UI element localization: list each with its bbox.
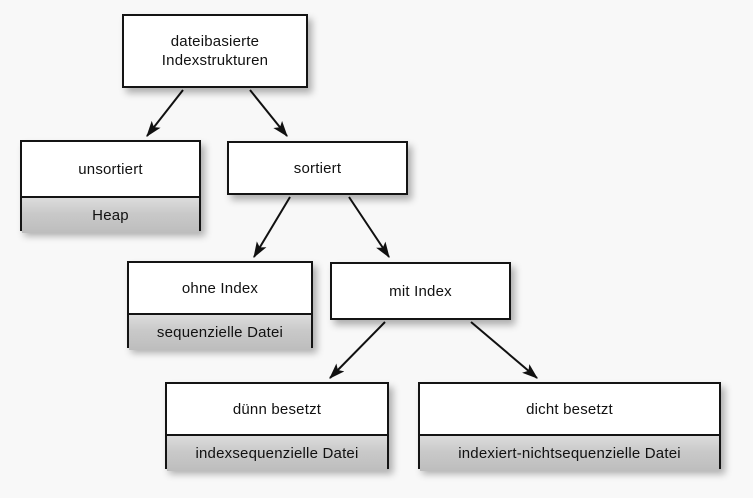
node-subtitle: sequenzielle Datei [129,313,311,350]
node-dicht-besetzt[interactable]: dicht besetzt indexiert-nichtsequenziell… [418,382,721,471]
node-subtitle: indexiert-nichtsequenzielle Datei [420,434,719,471]
node-unsortiert[interactable]: unsortiert Heap [20,140,201,233]
node-title: dateibasierte Indexstrukturen [124,16,306,86]
node-title: unsortiert [22,142,199,196]
node-title: sortiert [229,143,406,193]
node-title: dünn besetzt [167,384,387,434]
edge-sortiert-to-mit [348,196,390,258]
node-dateibasierte-indexstrukturen[interactable]: dateibasierte Indexstrukturen [122,14,308,88]
edge-root-to-sortiert [249,89,288,137]
node-subtitle: Heap [22,196,199,233]
node-title: mit Index [332,264,509,318]
edge-root-to-unsortiert [146,89,184,137]
edge-mit-to-duenn [329,321,386,379]
node-mit-index[interactable]: mit Index [330,262,511,320]
node-sortiert[interactable]: sortiert [227,141,408,195]
node-title: dicht besetzt [420,384,719,434]
edge-mit-to-dicht [470,321,538,379]
node-subtitle: indexsequenzielle Datei [167,434,387,471]
edge-sortiert-to-ohne [253,196,291,259]
node-ohne-index[interactable]: ohne Index sequenzielle Datei [127,261,313,350]
node-duenn-besetzt[interactable]: dünn besetzt indexsequenzielle Datei [165,382,389,471]
node-title: ohne Index [129,263,311,313]
